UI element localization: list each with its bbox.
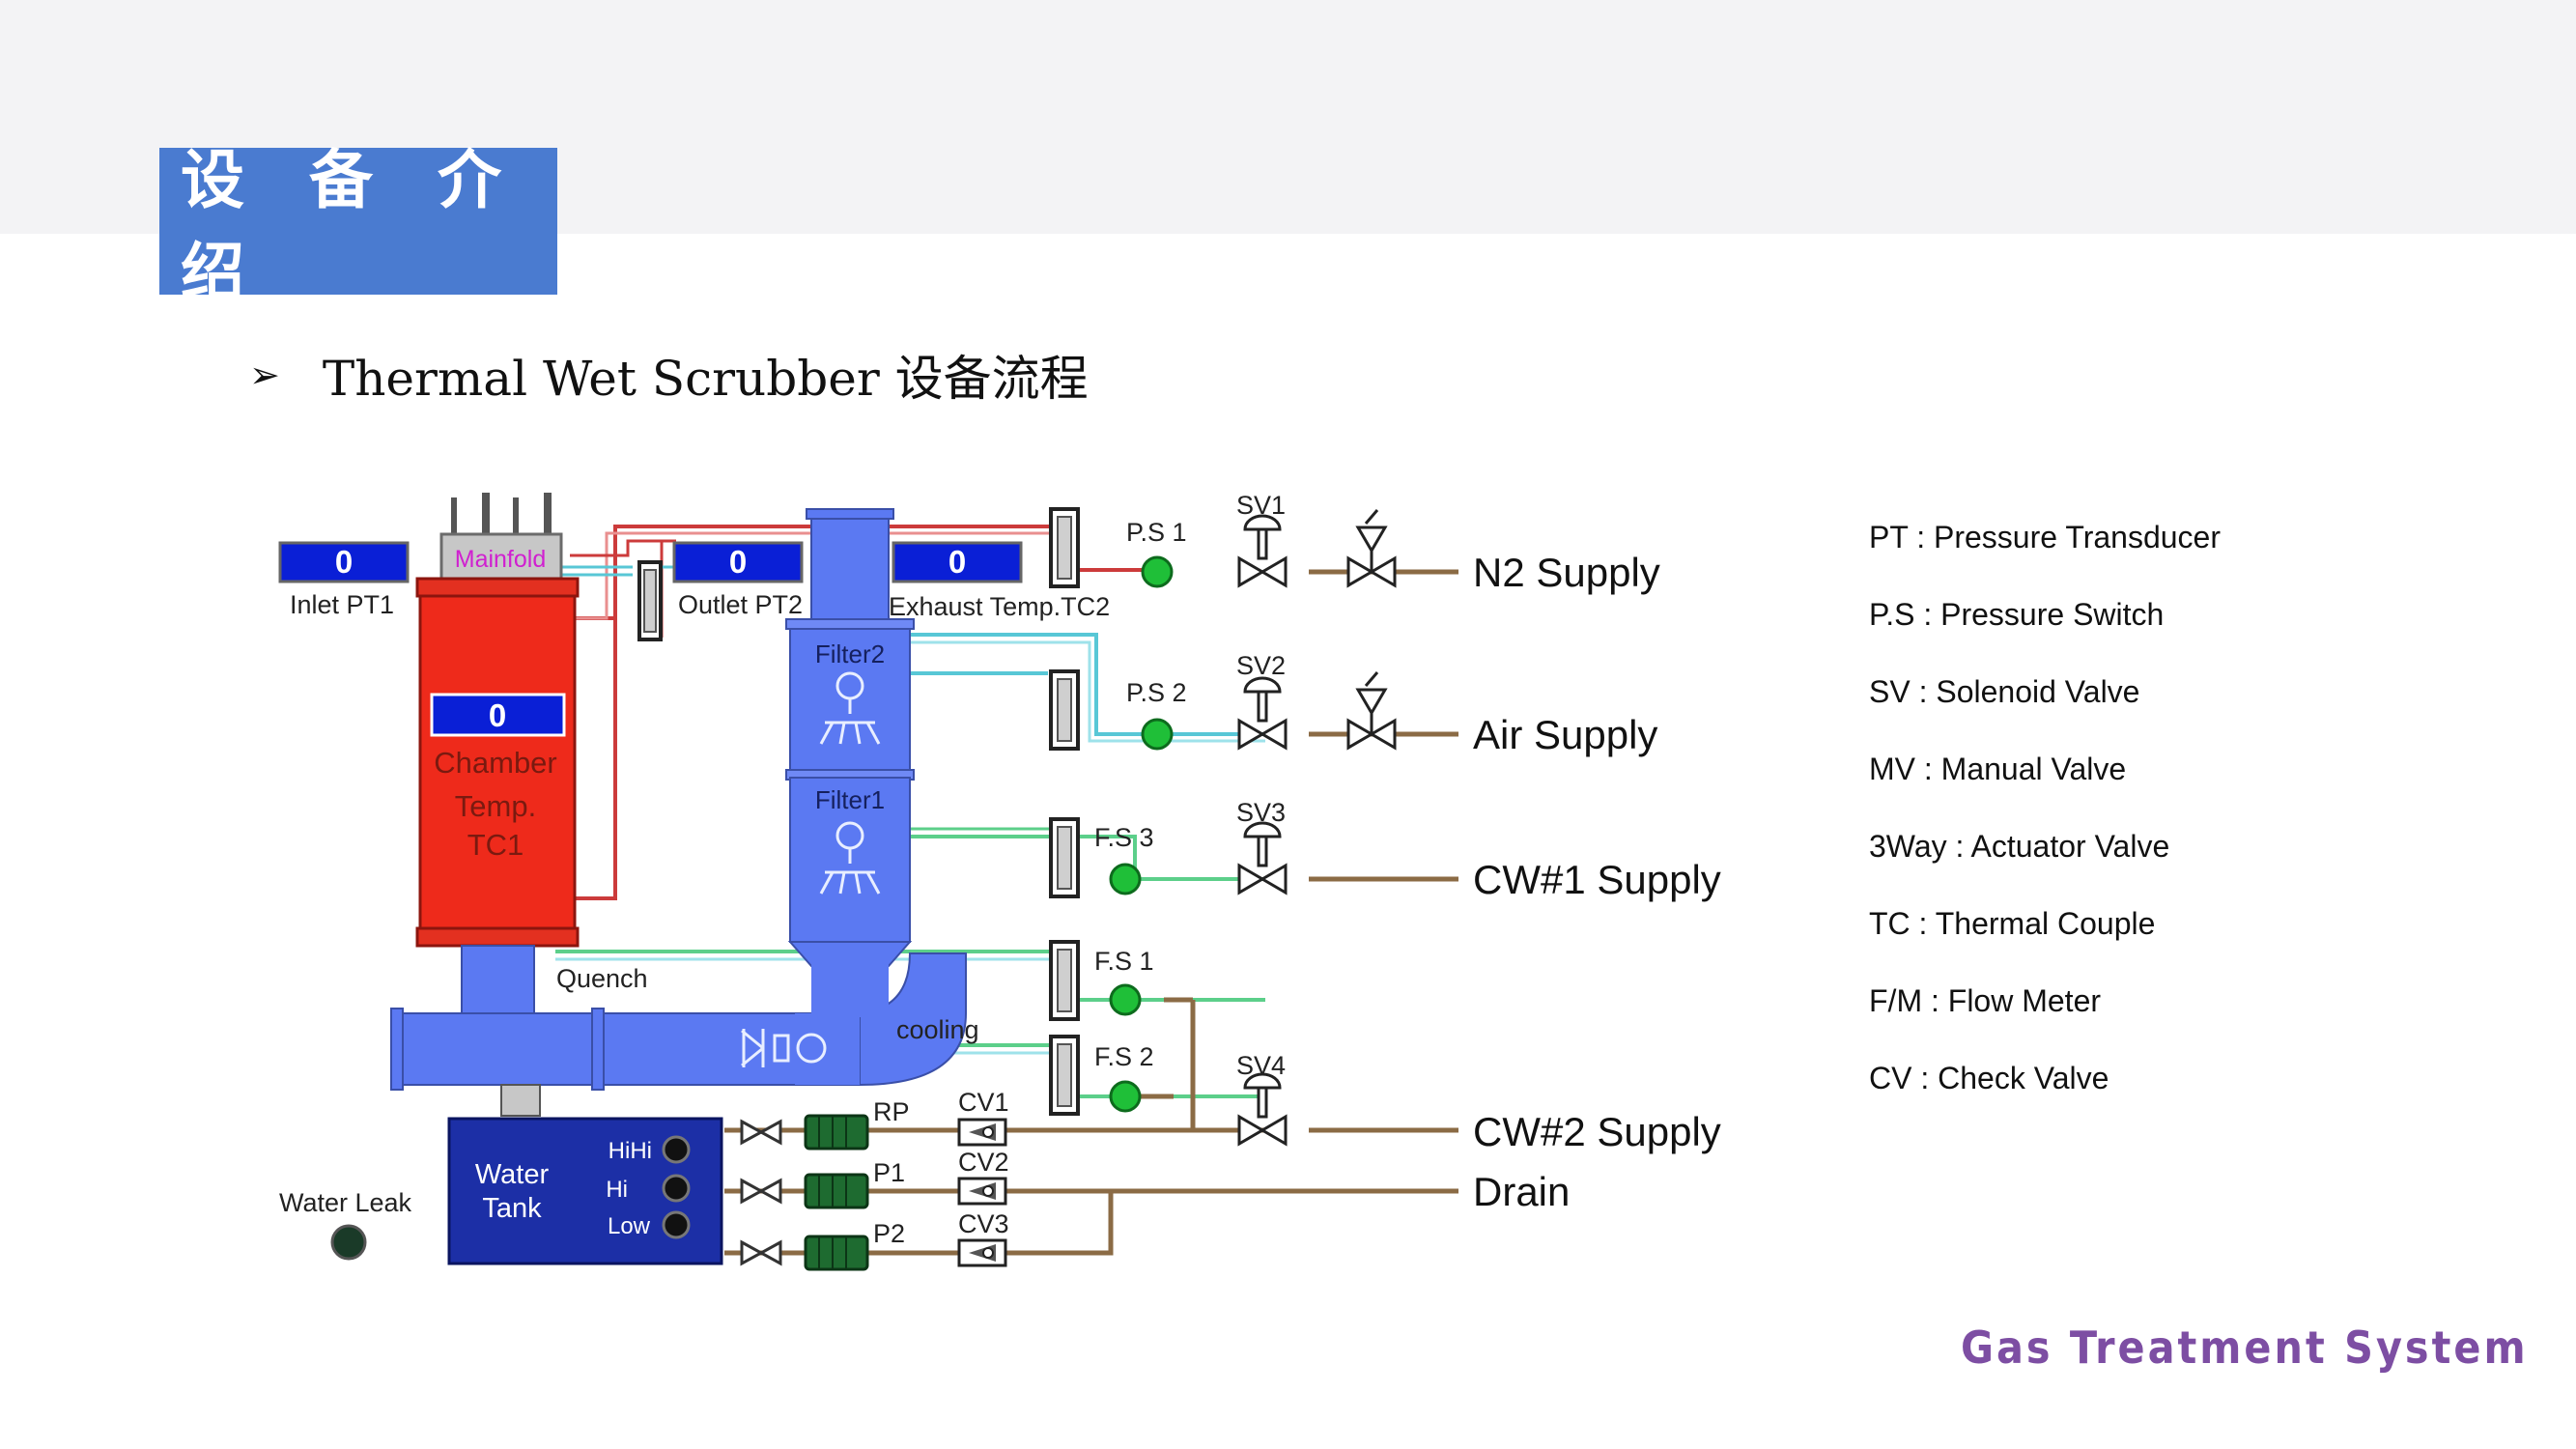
sv4-valve-icon [1237,1072,1288,1146]
water-tank [447,1117,723,1265]
ps1-label: P.S 1 [1126,518,1187,547]
filter2-label: Filter2 [815,639,885,668]
chamber-temp-value: 0 [489,697,506,733]
filter1-label: Filter1 [815,785,885,814]
section-subtitle: ➢ Thermal Wet Scrubber 设备流程 [249,340,1089,410]
cw2-supply-label: CW#2 Supply [1473,1109,1721,1154]
legend-item: P.S : Pressure Switch [1869,597,2165,632]
drain-label: Drain [1473,1169,1570,1214]
inlet-pt1-gauge [278,541,410,583]
low-level-label: Low [608,1213,651,1239]
exhaust-tc2-label: Exhaust Temp.TC2 [889,592,1110,621]
legend-item: CV : Check Valve [1869,1061,2109,1095]
exhaust-tc2-value: 0 [948,544,966,580]
tc1-label: TC1 [467,828,524,862]
abbreviation-legend: PT : Pressure Transducer P.S : Pressure … [1869,520,2221,1138]
outlet-pt2-value: 0 [729,544,747,580]
temp-label: Temp. [455,789,536,823]
cw1-supply-label: CW#1 Supply [1473,857,1721,902]
water-leak-label: Water Leak [279,1188,412,1217]
sv1-valve-icon [1237,514,1288,587]
cv2-label: CV2 [958,1148,1009,1177]
exhaust-tc2-gauge [892,541,1023,583]
pressure-readouts [278,541,1023,583]
chamber-label: Chamber [434,746,557,780]
brand-footer: Gas Treatment System [1961,1321,2529,1374]
inlet-pt1-label: Inlet PT1 [290,590,394,619]
mainfold-label: Mainfold [455,546,547,573]
cv3-label: CV3 [958,1209,1009,1238]
water-label: Water [475,1159,550,1190]
cv1-label: CV1 [958,1088,1009,1117]
page-title: 设 备 介 绍 [159,143,557,310]
hihi-level-label: HiHi [609,1138,652,1164]
legend-item: TC : Thermal Couple [1869,906,2156,941]
p2-label: P2 [873,1219,905,1248]
subtitle-text: Thermal Wet Scrubber 设备流程 [322,351,1089,407]
sv3-label: SV3 [1236,798,1286,827]
outlet-pt2-label: Outlet PT2 [678,590,803,619]
fs1-label: F.S 1 [1094,947,1154,976]
ps2-label: P.S 2 [1126,678,1187,707]
scrubber-tower [741,508,967,1087]
n2-supply-label: N2 Supply [1473,550,1660,595]
fs3-label: F.S 3 [1094,823,1154,852]
sv2-label: SV2 [1236,651,1286,680]
legend-item: SV : Solenoid Valve [1869,674,2140,709]
chamber-temp-gauge [430,693,566,737]
legend-item: F/M : Flow Meter [1869,983,2102,1018]
air-supply-label: Air Supply [1473,712,1657,757]
outlet-pt2-gauge [672,541,804,583]
hi-level-label: Hi [606,1177,628,1203]
quench-label: Quench [556,964,648,993]
p1-label: P1 [873,1158,905,1187]
inlet-pt1-value: 0 [335,544,353,580]
sv4-label: SV4 [1236,1051,1286,1080]
sv2-valve-icon [1237,676,1288,750]
quench-duct [390,945,861,1117]
sv1-label: SV1 [1236,491,1286,520]
green-indicators [1109,555,1174,1113]
water-leak-sensor-icon [330,1224,367,1261]
legend-item: PT : Pressure Transducer [1869,520,2221,554]
reaction-chamber [415,493,580,948]
sv3-valve-icon [1237,821,1288,895]
fs2-label: F.S 2 [1094,1042,1154,1071]
rp-label: RP [873,1097,910,1126]
arrow-bullet-icon: ➢ [249,354,280,396]
legend-item: MV : Manual Valve [1869,752,2127,786]
tank-label: Tank [482,1193,542,1224]
legend-item: 3Way : Actuator Valve [1869,829,2170,864]
cooling-label: cooling [896,1015,979,1044]
